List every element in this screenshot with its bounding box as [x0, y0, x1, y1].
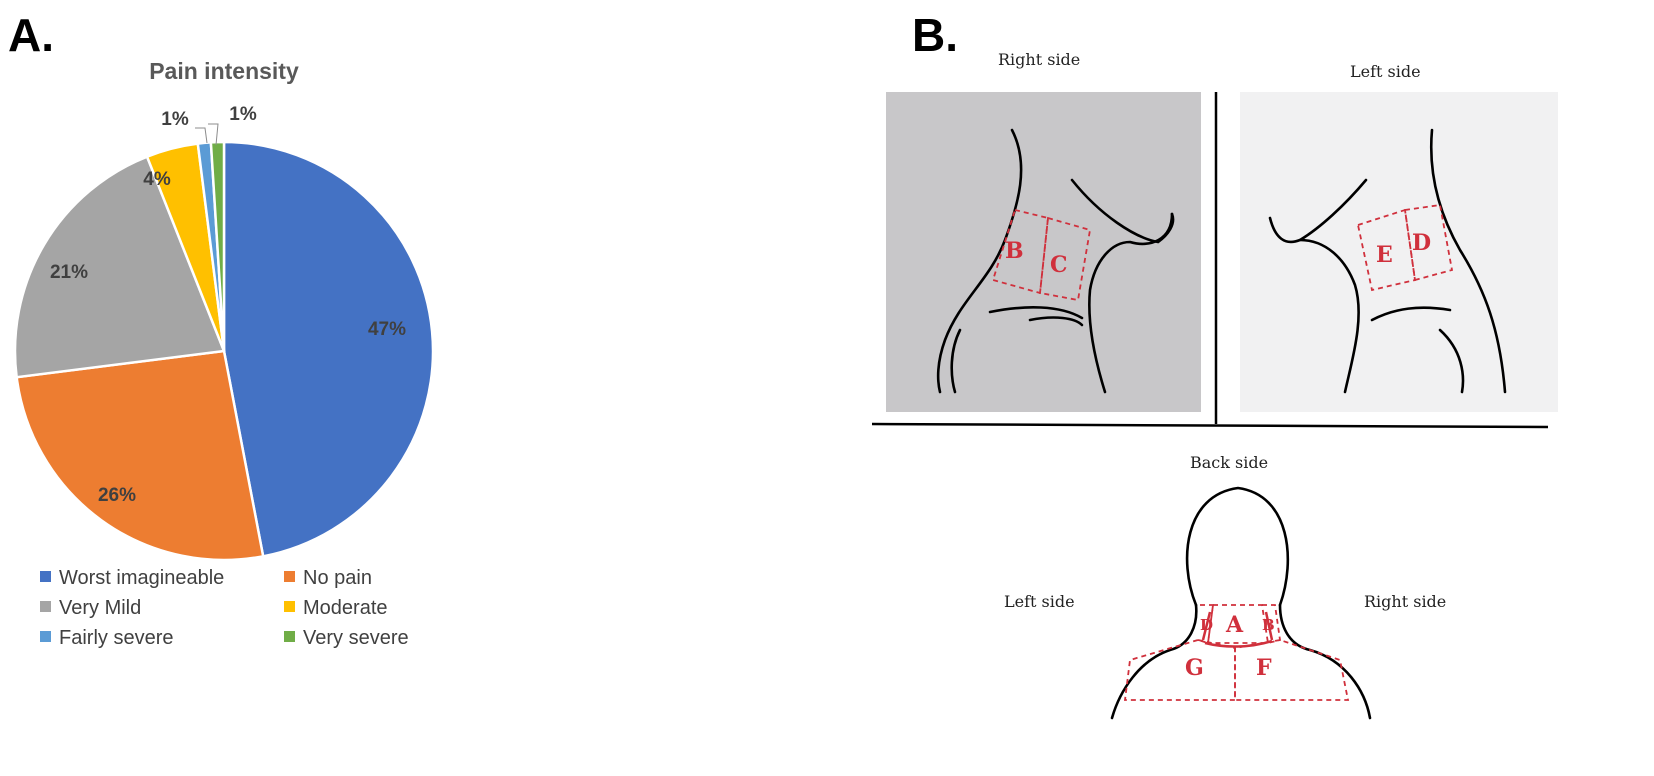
legend-swatch	[40, 601, 51, 613]
legend-item-very-mild: Very Mild	[40, 597, 141, 620]
zone-g-outline	[1123, 639, 1236, 701]
legend-label: Very Mild	[59, 597, 142, 619]
back-view-title: Back side	[1190, 453, 1269, 472]
zone-letter-e-left: E	[1376, 242, 1393, 268]
data-label-very-severe: 1%	[229, 104, 257, 125]
right-side-neck-sketch	[936, 128, 1175, 394]
zone-letter-f-back: F	[1256, 655, 1272, 681]
pie-chart: 47% 26% 21% 4% 1% 1%	[13, 104, 435, 560]
legend-item-very-severe: Very severe	[284, 627, 409, 650]
legend-swatch	[40, 571, 51, 583]
left-view-title: Left side	[1350, 62, 1421, 81]
legend-label: Very severe	[303, 627, 409, 649]
legend-label: Fairly severe	[59, 627, 174, 649]
left-side-neck-sketch	[1268, 128, 1507, 394]
panel-b-label: B.	[912, 9, 958, 61]
back-view-left-label: Left side	[1004, 592, 1075, 611]
legend-swatch	[284, 631, 295, 643]
legend-label: No pain	[303, 567, 372, 589]
legend-item-no-pain: No pain	[284, 567, 372, 590]
pie-slice-worst-imagineable	[222, 140, 435, 558]
pie-slice-no-pain	[15, 349, 265, 560]
legend-swatch	[284, 601, 295, 613]
left-view-background	[1240, 92, 1558, 412]
zone-letter-d-left: D	[1412, 230, 1431, 256]
horizontal-divider	[871, 422, 1549, 429]
back-view-right-label: Right side	[1364, 592, 1447, 611]
right-view-background	[886, 92, 1201, 412]
zone-a-solid-border	[1204, 639, 1273, 648]
left-side-zones	[1356, 203, 1454, 292]
legend-label: Moderate	[303, 597, 388, 619]
data-label-no-pain: 26%	[98, 485, 136, 506]
pie-slice-very-mild	[13, 155, 226, 379]
data-label-moderate: 4%	[143, 169, 171, 190]
legend-item-fairly-severe: Fairly severe	[40, 627, 173, 650]
legend-swatch	[284, 571, 295, 583]
zone-letter-d-back: D	[1200, 616, 1213, 634]
right-view-title: Right side	[998, 50, 1081, 69]
chart-title: Pain intensity	[149, 58, 299, 84]
data-label-worst-imagineable: 47%	[368, 319, 406, 340]
right-side-zones	[991, 208, 1092, 302]
panel-a-label: A.	[8, 9, 54, 61]
legend-item-moderate: Moderate	[284, 597, 388, 620]
leader-line-fairly-severe	[195, 127, 208, 144]
zone-f-outline	[1234, 639, 1350, 701]
legend-swatch	[40, 631, 51, 643]
legend-item-worst-imagineable: Worst imagineable	[40, 567, 224, 590]
zone-c-outline	[1039, 216, 1092, 302]
data-label-very-mild: 21%	[50, 262, 88, 283]
data-label-fairly-severe: 1%	[161, 109, 189, 130]
zone-letter-b-right: B	[1005, 238, 1024, 264]
zone-letter-b-back: B	[1262, 616, 1275, 634]
zone-letter-a-back: A	[1225, 612, 1244, 638]
zone-letter-c-right: C	[1050, 252, 1068, 278]
zone-d-outline	[1403, 203, 1454, 282]
zone-letter-g-back: G	[1185, 655, 1204, 681]
leader-line-very-severe	[208, 123, 219, 146]
pie-slice-very-severe	[209, 140, 226, 352]
back-side-sketch	[1110, 486, 1372, 720]
legend-label: Worst imagineable	[59, 567, 225, 589]
